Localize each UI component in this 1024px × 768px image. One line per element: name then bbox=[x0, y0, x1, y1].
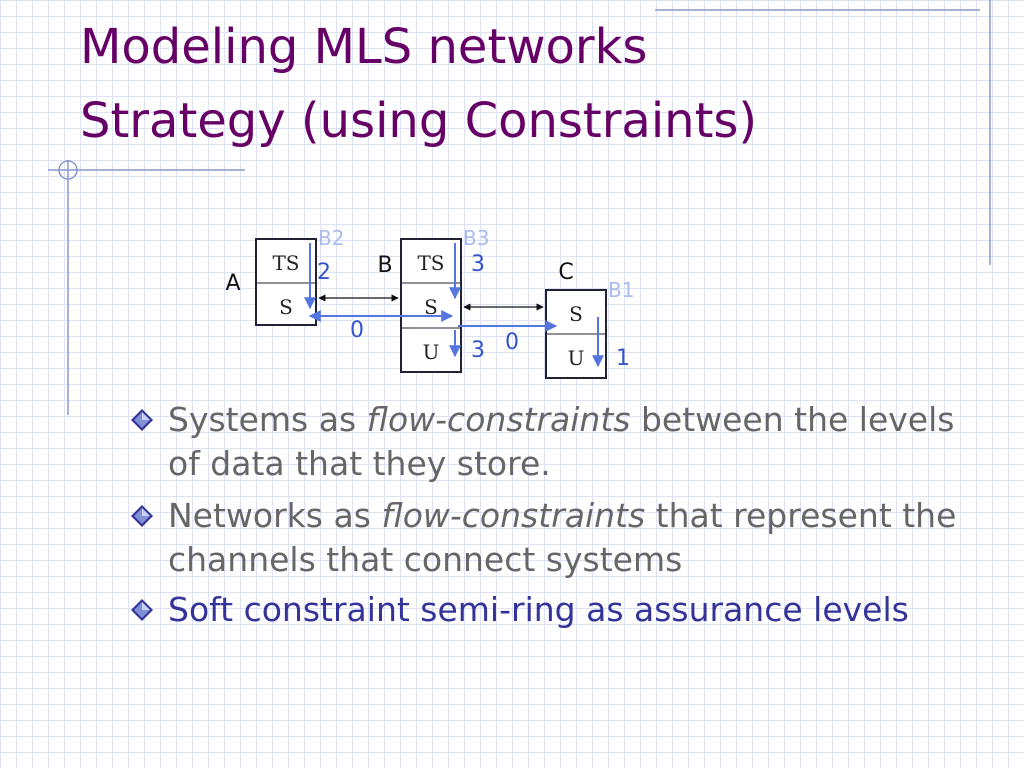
corner-ring-icon bbox=[58, 160, 78, 180]
node-c-level-s: S bbox=[569, 302, 583, 326]
diamond-bullet-icon bbox=[131, 599, 153, 621]
slide-title-line-2: Strategy (using Constraints) bbox=[80, 93, 758, 149]
slide-title-line-1: Modeling MLS networks bbox=[80, 19, 648, 75]
bound-label-b1: B1 bbox=[608, 278, 634, 302]
bound-label-b2: B2 bbox=[318, 226, 344, 250]
bullet-1-pre: Systems as bbox=[168, 400, 367, 439]
node-a-level-s: S bbox=[279, 295, 293, 319]
diamond-bullet-icon bbox=[131, 409, 153, 431]
bullet-3-text: Soft constraint semi-ring as assurance l… bbox=[168, 590, 909, 629]
value-b-ts: 3 bbox=[471, 252, 485, 277]
bullet-1-emphasis: flow-constraints bbox=[366, 400, 631, 439]
value-ab-link: 0 bbox=[350, 318, 364, 343]
node-a-label: A bbox=[225, 271, 240, 296]
value-b-u: 3 bbox=[471, 338, 485, 363]
node-c-level-u: U bbox=[568, 346, 585, 370]
diamond-bullet-icon bbox=[131, 505, 153, 527]
bullet-item-1: Systems as flow-constraints between the … bbox=[130, 398, 970, 486]
bullet-2-pre: Networks as bbox=[168, 496, 382, 535]
bullet-1-text: Systems as flow-constraints between the … bbox=[168, 398, 970, 486]
node-a: TS S bbox=[255, 238, 317, 326]
bullet-2-emphasis: flow-constraints bbox=[381, 496, 646, 535]
bullet-2-text: Networks as flow-constraints that repres… bbox=[168, 494, 970, 582]
value-a-ts: 2 bbox=[317, 260, 331, 285]
bullet-item-2: Networks as flow-constraints that repres… bbox=[130, 494, 970, 582]
value-c-u: 1 bbox=[616, 346, 630, 371]
bullet-2-post: that represent the channels that connect… bbox=[168, 496, 957, 579]
bullet-1-post: between the levels of data that they sto… bbox=[168, 400, 955, 483]
node-b-level-u: U bbox=[423, 340, 440, 364]
node-a-box bbox=[255, 238, 317, 326]
node-c-label: C bbox=[558, 260, 573, 285]
bound-label-b3: B3 bbox=[463, 226, 489, 250]
node-b-level-ts: TS bbox=[417, 251, 444, 275]
node-b-label: B bbox=[377, 253, 392, 278]
value-bc-link: 0 bbox=[505, 330, 519, 355]
node-b: TS S U bbox=[400, 238, 462, 373]
bullet-item-3: Soft constraint semi-ring as assurance l… bbox=[130, 588, 970, 632]
node-a-level-ts: TS bbox=[272, 251, 299, 275]
